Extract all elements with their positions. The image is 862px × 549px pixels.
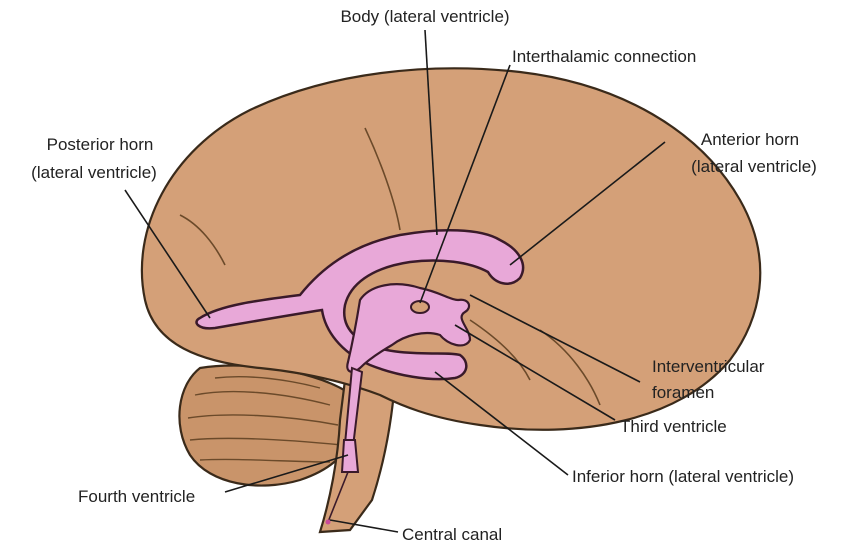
label-interthalamic-connection: Interthalamic connection <box>512 47 696 66</box>
label-third-ventricle: Third ventricle <box>620 417 727 436</box>
label-posterior-horn-line1: Posterior horn <box>47 135 154 154</box>
label-interventricular-line1: Interventricular <box>652 357 765 376</box>
label-inferior-horn: Inferior horn (lateral ventricle) <box>572 467 794 486</box>
central-canal-dot <box>326 520 331 525</box>
cerebellum <box>179 366 352 486</box>
label-central-canal: Central canal <box>402 525 502 544</box>
label-fourth-ventricle: Fourth ventricle <box>78 487 195 506</box>
label-anterior-horn-line1: Anterior horn <box>701 130 799 149</box>
label-anterior-horn-line2: (lateral ventricle) <box>691 157 817 176</box>
label-posterior-horn-line2: (lateral ventricle) <box>31 163 157 182</box>
label-interventricular-line2: foramen <box>652 383 714 402</box>
cerebellum-shape <box>179 366 352 486</box>
label-body-lateral-ventricle: Body (lateral ventricle) <box>340 7 509 26</box>
